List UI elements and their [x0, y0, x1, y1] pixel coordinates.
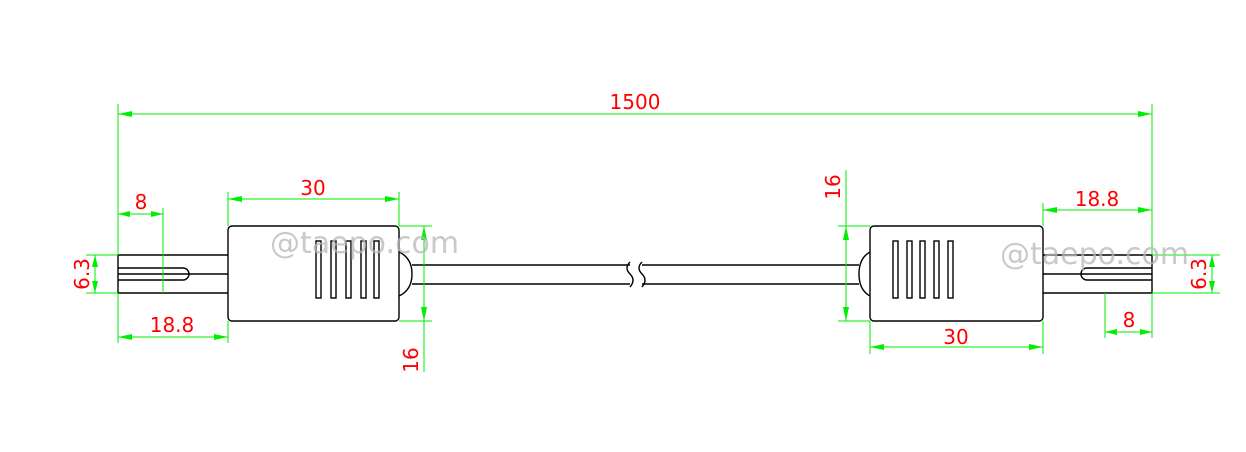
dim-right-tip-width: 8: [1123, 308, 1136, 332]
cable-break-symbol: [626, 261, 646, 288]
dim-overall-length: 1500: [610, 90, 661, 114]
dim-left-pin-length: 18.8: [150, 313, 195, 337]
right-grip-ribs: [892, 240, 954, 299]
cable: [412, 261, 859, 288]
watermark-right: @taepo.com: [1000, 237, 1189, 272]
left-plug: [117, 225, 413, 322]
right-plug: [858, 225, 1153, 322]
dim-right-body-length: 30: [943, 325, 968, 349]
left-strain-relief: [398, 251, 413, 297]
dim-left-pin-height: 6.3: [70, 258, 94, 290]
watermark-left: @taepo.com: [270, 226, 459, 261]
right-strain-relief: [858, 251, 871, 297]
left-connector-body: [227, 225, 400, 322]
left-grip-ribs: [315, 240, 380, 299]
dimension-labels: 1500 8 30 6.3 18.8 16 16 18.8 6.3 8 30: [70, 90, 1211, 373]
dim-left-body-length: 30: [300, 176, 325, 200]
dim-left-tip-width: 8: [135, 190, 148, 214]
left-pin-slot: [118, 267, 190, 281]
right-pin-slot: [1080, 267, 1152, 281]
dim-right-body-height: 16: [821, 174, 845, 199]
dim-right-pin-height: 6.3: [1187, 258, 1211, 290]
dim-right-pin-length: 18.8: [1075, 187, 1120, 211]
dimension-lines: [86, 104, 1220, 372]
dim-left-body-height: 16: [399, 347, 423, 372]
